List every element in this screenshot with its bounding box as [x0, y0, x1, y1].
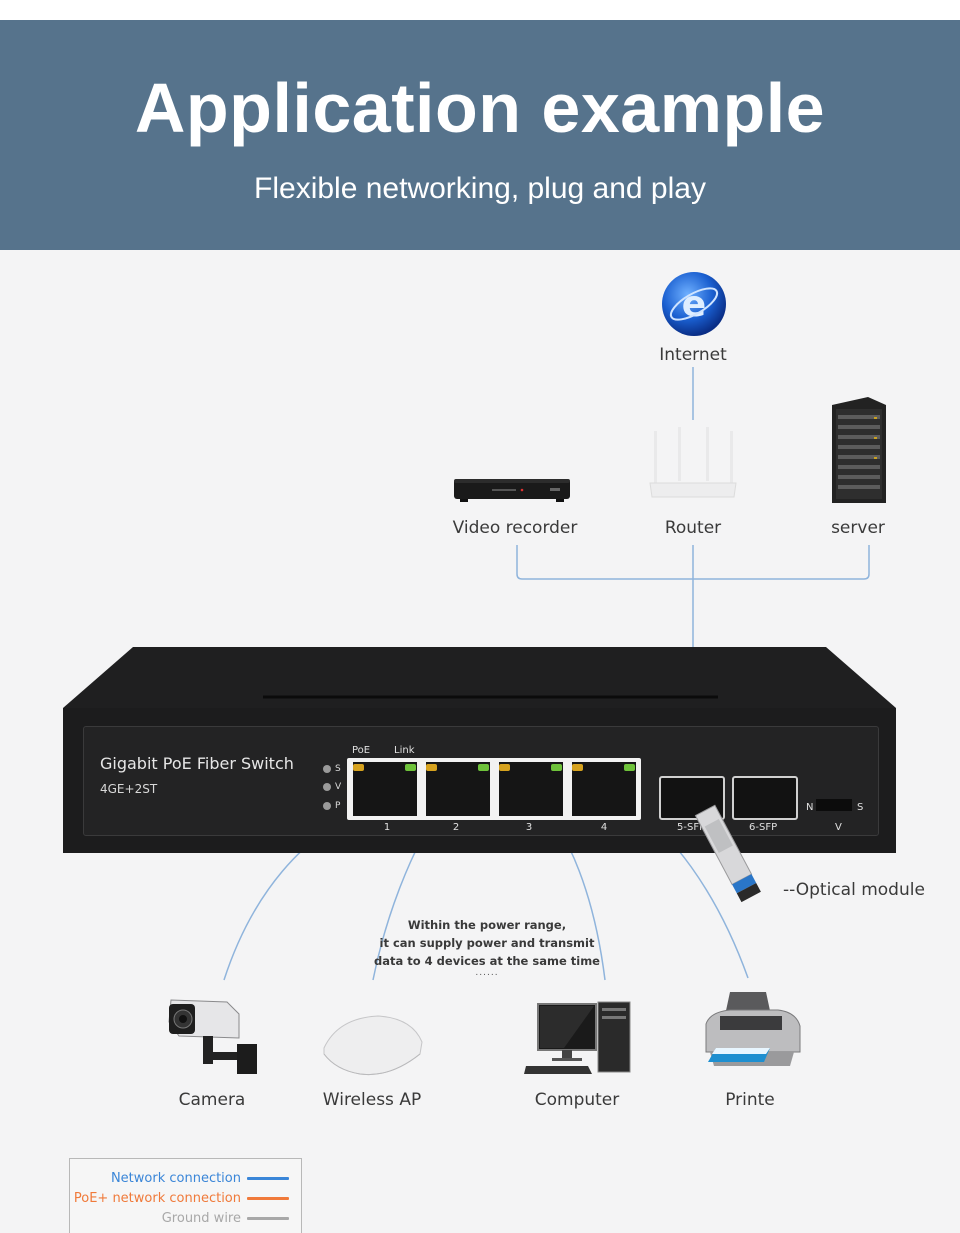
poe-note-line-2: it can supply power and transmit — [379, 936, 595, 950]
legend-ground-label: Ground wire — [161, 1210, 241, 1226]
page-subtitle: Flexible networking, plug and play — [254, 172, 706, 205]
router-label: Router — [664, 518, 722, 538]
poe-note-line-3: data to 4 devices at the same time — [374, 954, 600, 968]
status-led-s — [323, 765, 331, 773]
switch-chassis-top — [63, 647, 896, 713]
server-label: server — [831, 518, 885, 538]
legend-item-poe: PoE+ network connection — [74, 1188, 289, 1208]
port-number-1: 1 — [383, 822, 391, 833]
top-margin — [0, 0, 960, 20]
dip-switch-left-label: N — [806, 802, 814, 813]
status-led-v — [323, 783, 331, 791]
legend-network-label: Network connection — [110, 1170, 241, 1186]
port-number-2: 2 — [452, 822, 460, 833]
status-led-p — [323, 802, 331, 810]
status-led-s-label: S — [335, 764, 341, 774]
link-led-4 — [624, 764, 635, 771]
link-led-1 — [405, 764, 416, 771]
internet-label: Internet — [659, 345, 727, 365]
link-led-2 — [478, 764, 489, 771]
wireless-ap-icon — [323, 1015, 423, 1076]
sfp-port-6-label: 6-SFP — [749, 822, 778, 833]
rj45-port-3[interactable] — [499, 762, 563, 816]
server-rack-icon — [832, 397, 886, 503]
camera-label: Camera — [178, 1090, 246, 1110]
poe-led-2 — [426, 764, 437, 771]
optical-module-label: --Optical module — [783, 880, 925, 900]
sfp-port-6[interactable] — [732, 776, 798, 820]
line-legend: Network connection PoE+ network connecti… — [69, 1158, 302, 1233]
printer-icon — [705, 992, 801, 1066]
poe-note-ellipsis: ...... — [475, 968, 499, 978]
legend-item-ground: Ground wire — [162, 1208, 289, 1228]
page-title: Application example — [134, 69, 826, 147]
dip-switch[interactable] — [816, 799, 852, 811]
dip-switch-right-label: S — [857, 802, 864, 813]
header-banner — [0, 20, 960, 250]
legend-poe-swatch — [247, 1196, 289, 1200]
dip-switch-mode-label: V — [835, 822, 842, 833]
link-column-label: Link — [394, 745, 415, 756]
video-recorder-label: Video recorder — [452, 518, 578, 538]
status-led-p-label: P — [335, 801, 341, 811]
nvr-icon — [454, 479, 570, 502]
switch-name: Gigabit PoE Fiber Switch — [100, 754, 294, 773]
sfp-port-5-label: 5-SFP — [677, 822, 706, 833]
computer-label: Computer — [534, 1090, 620, 1110]
port-number-3: 3 — [525, 822, 533, 833]
rj45-port-4[interactable] — [572, 762, 636, 816]
poe-led-1 — [353, 764, 364, 771]
rj45-port-2[interactable] — [426, 762, 490, 816]
router-icon — [649, 427, 737, 498]
status-led-v-label: V — [335, 782, 342, 792]
wireless-ap-label: Wireless AP — [322, 1090, 422, 1110]
port-number-4: 4 — [600, 822, 608, 833]
printer-label: Printe — [725, 1090, 775, 1110]
poe-led-4 — [572, 764, 583, 771]
poe-note-line-1: Within the power range, — [407, 918, 567, 932]
link-led-3 — [551, 764, 562, 771]
poe-led-3 — [499, 764, 510, 771]
poe-capability-note: Within the power range, it can supply po… — [372, 916, 602, 970]
legend-network-swatch — [247, 1176, 289, 1180]
rj45-port-1[interactable] — [353, 762, 417, 816]
globe-ie-icon: e — [662, 272, 726, 336]
cctv-camera-icon — [168, 999, 257, 1074]
legend-item-network: Network connection — [111, 1168, 289, 1188]
poe-column-label: PoE — [352, 745, 371, 756]
desktop-computer-icon — [524, 1001, 631, 1074]
switch-model: 4GE+2ST — [100, 782, 158, 796]
optical-module-icon — [694, 804, 761, 903]
legend-ground-swatch — [247, 1216, 289, 1220]
legend-poe-label: PoE+ network connection — [73, 1190, 241, 1206]
